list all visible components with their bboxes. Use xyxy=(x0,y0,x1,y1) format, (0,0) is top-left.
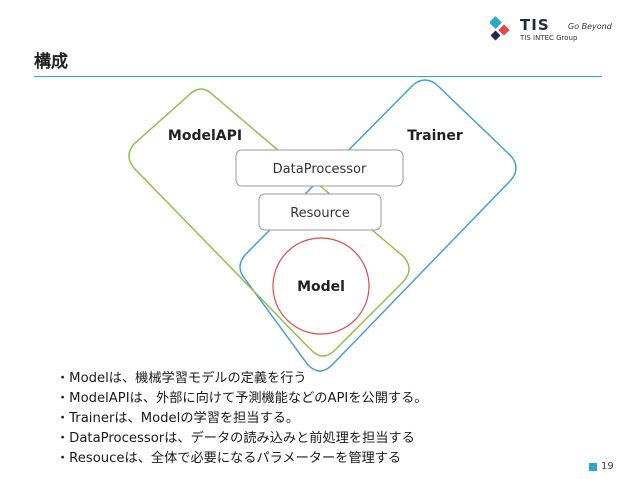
model-label: Model xyxy=(297,279,345,295)
page-title: 構成 xyxy=(34,52,68,72)
model-circle xyxy=(272,237,370,335)
company-logo: TIS TIS INTEC Group Go Beyond xyxy=(490,14,630,50)
logo-tagline: Go Beyond xyxy=(568,22,612,31)
bullet-list: ・Modelは、機械学習モデルの定義を行う ・ModelAPIは、外部に向けて予… xyxy=(56,369,427,469)
resource-box xyxy=(258,193,382,231)
bullet-item-resource: ・Resouceは、全体で必要になるパラメーターを管理する xyxy=(56,451,402,466)
bullet-item-model: ・Modelは、機械学習モデルの定義を行う xyxy=(56,371,307,386)
trainer-label: Trainer xyxy=(407,128,463,144)
page-number-marker xyxy=(589,463,597,471)
bullet-item-modelapi: ・ModelAPIは、外部に向けて予測機能などのAPIを公開する。 xyxy=(56,391,428,406)
tis-logo-icon xyxy=(490,16,510,41)
title-divider xyxy=(34,76,602,77)
trainer-region xyxy=(239,79,517,372)
page-number: 19 xyxy=(601,461,614,472)
logo-subtitle: TIS INTEC Group xyxy=(520,34,578,42)
bullet-item-trainer: ・Trainerは、Modelの学習を担当する。 xyxy=(56,411,300,426)
logo-brand: TIS xyxy=(520,16,550,34)
bullet-item-dataprocessor: ・DataProcessorは、データの読み込みと前処理を担当する xyxy=(56,431,415,446)
resource-label: Resource xyxy=(290,206,350,221)
dataprocessor-label: DataProcessor xyxy=(273,162,367,177)
dataprocessor-box xyxy=(235,149,404,187)
modelapi-region xyxy=(128,88,410,357)
modelapi-label: ModelAPI xyxy=(168,128,242,144)
